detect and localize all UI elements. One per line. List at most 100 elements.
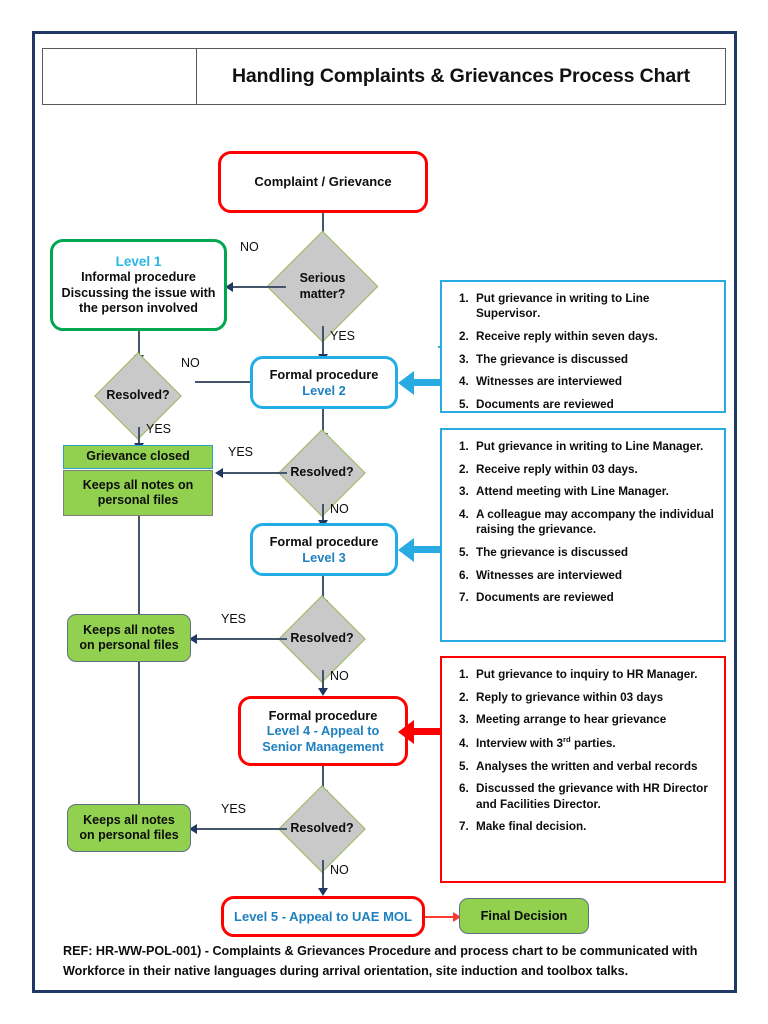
note-panel-level-2-list: Put grievance in writing to Line Supervi…	[450, 291, 714, 412]
node-keeps-notes-2-line1: Keeps all notes	[83, 622, 175, 637]
note-list-item: Meeting arrange to hear grievance	[472, 712, 714, 727]
arrowhead-resolved2-yes	[215, 468, 223, 478]
arrowhead-resolved3-yes	[189, 634, 197, 644]
node-level-5-label: Level 5 - Appeal to UAE MOL	[234, 908, 412, 924]
connector-resolved1-no	[195, 381, 273, 383]
document-frame: Handling Complaints & Grievances Process…	[32, 31, 737, 993]
note-list-item: A colleague may accompany the individual…	[472, 507, 714, 537]
connector-start-to-serious	[322, 213, 324, 239]
note-list-item: Witnesses are interviewed	[472, 568, 714, 583]
note-list-item: Make final decision.	[472, 819, 714, 834]
feed-head-level-3	[398, 538, 414, 562]
node-level-2[interactable]: Formal procedure Level 2	[250, 356, 398, 409]
node-final-decision[interactable]: Final Decision	[459, 898, 589, 934]
note-panel-level-2: Put grievance in writing to Line Supervi…	[440, 280, 726, 413]
branch-label-resolved3-no: NO	[330, 669, 349, 683]
footer-reference-text: REF: HR-WW-POL-001) - Complaints & Griev…	[63, 944, 698, 978]
feed-head-level-4	[398, 720, 414, 744]
note-list-item: Discussed the grievance with HR Director…	[472, 781, 714, 811]
arrowhead-resolved3-no	[318, 688, 328, 696]
node-level-4-line3: Senior Management	[262, 738, 384, 754]
note-panel-level-4-list: Put grievance to inquiry to HR Manager. R…	[450, 667, 714, 835]
arrowhead-resolved4-no	[318, 888, 328, 896]
node-keeps-notes-3-line1: Keeps all notes	[83, 812, 175, 827]
connector-level1-to-resolved1	[138, 331, 140, 357]
branch-label-resolved3-yes: YES	[221, 612, 247, 626]
node-level-2-line2: Level 2	[302, 382, 346, 398]
note-list-item: Interview with 3rd parties.	[472, 735, 714, 751]
branch-label-resolved4-yes: YES	[221, 802, 247, 816]
arrowhead-serious-no	[225, 282, 233, 292]
node-level-1[interactable]: Level 1 Informal procedure Discussing th…	[50, 239, 227, 331]
connector-resolved4-yes	[195, 828, 287, 830]
node-level-3-line1: Formal procedure	[269, 533, 379, 549]
connector-level4-to-resolved4	[322, 766, 324, 792]
node-level-3[interactable]: Formal procedure Level 3	[250, 523, 398, 576]
note-list-item: The grievance is discussed	[472, 545, 714, 560]
node-keeps-notes-2[interactable]: Keeps all notes on personal files	[67, 614, 191, 662]
connector-level5-to-final	[425, 916, 455, 918]
node-keeps-notes-3[interactable]: Keeps all notes on personal files	[67, 804, 191, 852]
node-level-3-line2: Level 3	[302, 549, 346, 565]
node-level-1-title: Level 1	[115, 253, 162, 269]
connector-resolved3-no	[322, 670, 324, 692]
node-grievance-closed-label: Grievance closed	[86, 449, 190, 464]
node-keeps-notes-2-line2: on personal files	[79, 638, 179, 652]
note-list-item: Reply to grievance within 03 days	[472, 690, 714, 705]
node-keeps-notes-1-line1: Keeps all notes on	[82, 477, 194, 492]
connector-resolved3-yes	[195, 638, 287, 640]
note-panel-level-4: Put grievance to inquiry to HR Manager. R…	[440, 656, 726, 883]
node-final-decision-label: Final Decision	[480, 908, 568, 924]
note-list-item: Documents are reviewed	[472, 397, 714, 412]
branch-label-resolved2-yes: YES	[228, 445, 254, 459]
node-complaint-grievance[interactable]: Complaint / Grievance	[218, 151, 428, 213]
connector-serious-no	[231, 286, 286, 288]
feed-riser-level-2	[438, 346, 441, 348]
branch-label-resolved4-no: NO	[330, 863, 349, 877]
feed-stem-level-2	[414, 379, 442, 386]
node-level-1-line2: Discussing the issue with	[61, 285, 216, 300]
feed-stem-level-4	[414, 728, 442, 735]
branch-label-resolved1-yes: YES	[146, 422, 172, 436]
node-level-5[interactable]: Level 5 - Appeal to UAE MOL	[221, 896, 425, 937]
note-list-item: Receive reply within 03 days.	[472, 462, 714, 477]
connector-resolved2-no	[322, 504, 324, 522]
note-list-item: Witnesses are interviewed	[472, 374, 714, 389]
connector-level2-to-resolved2	[322, 409, 324, 435]
page-title: Handling Complaints & Grievances Process…	[231, 65, 691, 87]
branch-label-serious-yes: YES	[330, 329, 356, 343]
node-level-4-line2: Level 4 - Appeal to	[266, 723, 380, 739]
note-list-item: The grievance is discussed	[472, 352, 714, 367]
note-list-item: Put grievance in writing to Line Supervi…	[472, 291, 714, 321]
note-list-item: Attend meeting with Line Manager.	[472, 484, 714, 499]
node-complaint-grievance-label: Complaint / Grievance	[254, 174, 392, 190]
note-panel-level-3: Put grievance in writing to Line Manager…	[440, 428, 726, 642]
feed-head-level-2	[398, 371, 414, 395]
header-logo-cell	[43, 49, 197, 104]
header-table: Handling Complaints & Grievances Process…	[42, 48, 726, 105]
branch-label-serious-no: NO	[240, 240, 259, 254]
note-list-item: Put grievance in writing to Line Manager…	[472, 439, 714, 454]
branch-label-resolved2-no: NO	[330, 502, 349, 516]
arrowhead-resolved4-yes	[189, 824, 197, 834]
connector-resolved4-no	[322, 860, 324, 890]
connector-level3-to-resolved3	[322, 576, 324, 602]
connector-notes-spine	[138, 516, 140, 614]
connector-resolved2-yes	[221, 472, 287, 474]
node-level-1-line3: the person involved	[79, 300, 198, 315]
connector-serious-yes	[322, 326, 324, 356]
note-list-item: Receive reply within seven days.	[472, 329, 714, 344]
node-keeps-notes-1[interactable]: Keeps all notes on personal files	[63, 470, 213, 516]
arrowhead-level5-to-final	[453, 912, 461, 922]
node-grievance-closed[interactable]: Grievance closed	[63, 445, 213, 469]
note-panel-level-3-list: Put grievance in writing to Line Manager…	[450, 439, 714, 606]
connector-notes-spine-lower	[138, 662, 140, 810]
node-level-1-line1: Informal procedure	[81, 270, 196, 285]
feed-stem-level-3	[414, 546, 442, 553]
connector-resolved1-yes	[138, 427, 140, 445]
note-list-item: Put grievance to inquiry to HR Manager.	[472, 667, 714, 682]
node-keeps-notes-3-line2: on personal files	[79, 828, 179, 842]
node-level-4[interactable]: Formal procedure Level 4 - Appeal to Sen…	[238, 696, 408, 766]
node-level-4-line1: Formal procedure	[268, 707, 378, 723]
note-list-item: Documents are reviewed	[472, 590, 714, 605]
